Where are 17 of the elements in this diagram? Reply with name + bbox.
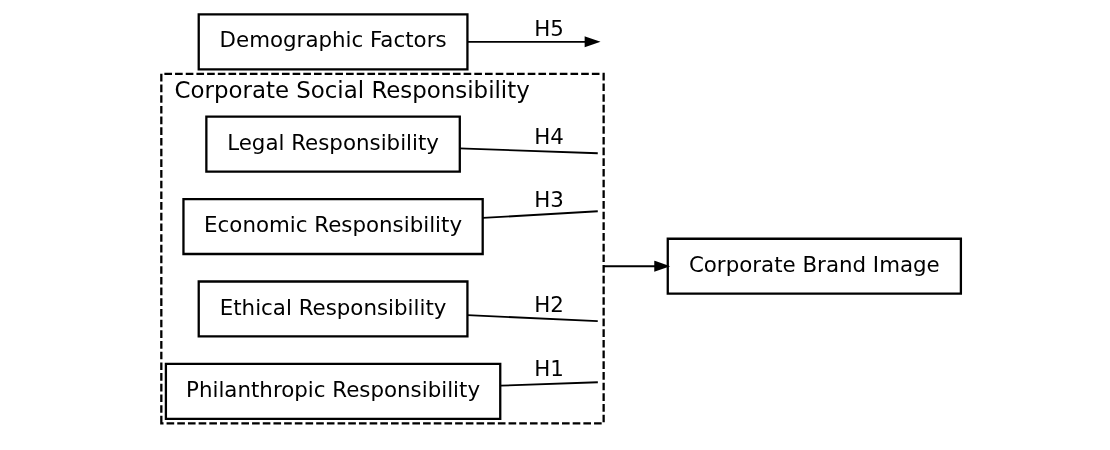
edge-label: H3 bbox=[534, 186, 564, 212]
arrow bbox=[466, 36, 601, 48]
edge-label: H5 bbox=[534, 15, 564, 41]
arrow bbox=[602, 260, 671, 272]
node-box: Legal Responsibility bbox=[205, 115, 461, 173]
connector bbox=[466, 314, 599, 323]
connector bbox=[459, 147, 599, 155]
edge-label: H4 bbox=[534, 124, 564, 150]
edge-label: H2 bbox=[534, 292, 564, 318]
edge-label: H1 bbox=[534, 356, 564, 382]
node-box: Demographic Factors bbox=[197, 13, 469, 71]
connector bbox=[481, 210, 599, 219]
node-box: Ethical Responsibility bbox=[197, 280, 469, 338]
node-box: Economic Responsibility bbox=[182, 197, 484, 256]
connector bbox=[499, 381, 599, 387]
node-box: Corporate Brand Image bbox=[666, 237, 963, 295]
node-box: Philanthropic Responsibility bbox=[164, 362, 502, 421]
